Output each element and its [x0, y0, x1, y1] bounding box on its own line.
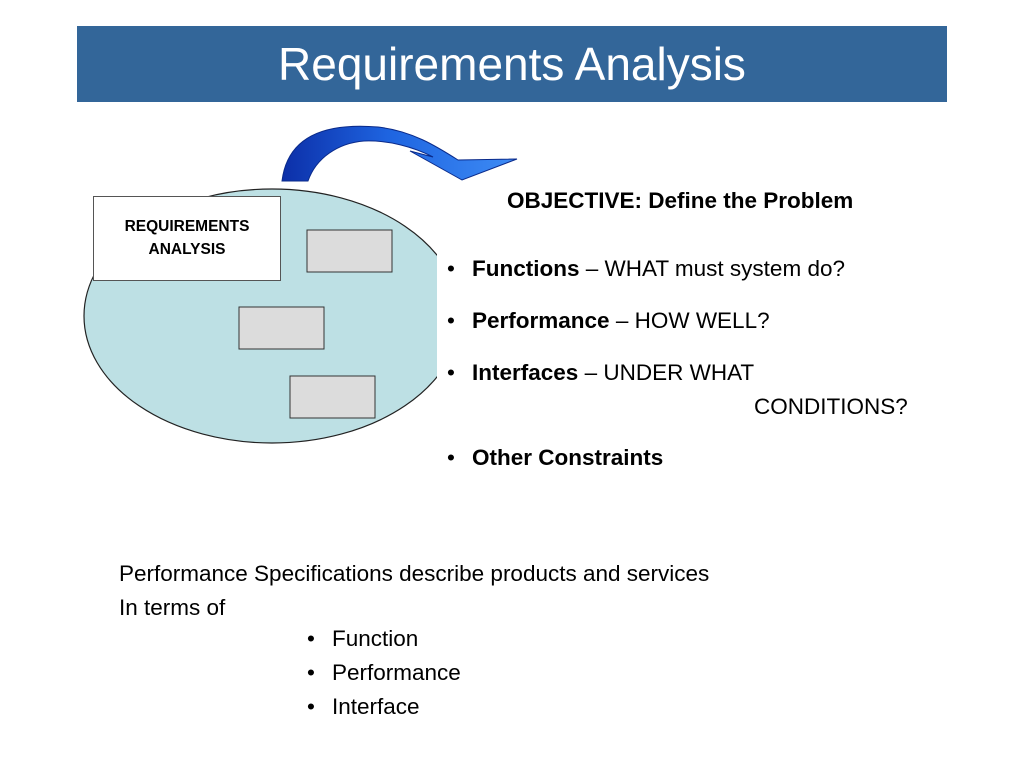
- list-item-label: Performance: [332, 660, 461, 685]
- criteria-item-interfaces: • Interfaces – UNDER WHAT: [447, 360, 754, 386]
- performance-specs-line-1: Performance Specifications describe prod…: [119, 561, 710, 586]
- process-box-3: [289, 375, 376, 419]
- performance-specs-line-2: In terms of: [119, 595, 226, 620]
- criteria-item-other-constraints: • Other Constraints: [447, 445, 663, 471]
- title-banner: Requirements Analysis: [77, 26, 947, 102]
- bullet: •: [307, 660, 315, 685]
- process-box-2: [238, 306, 325, 350]
- label-line-1: REQUIREMENTS: [124, 218, 250, 235]
- criteria-term: Functions: [472, 256, 580, 281]
- list-item-label: Function: [332, 626, 419, 651]
- bullet: •: [307, 694, 315, 719]
- list-item-label: Interface: [332, 694, 420, 719]
- bullet: •: [447, 308, 455, 333]
- list-item: • Interface: [307, 690, 461, 724]
- curved-arrow-icon: [281, 125, 518, 182]
- criteria-item-functions: • Functions – WHAT must system do?: [447, 256, 845, 282]
- criteria-item-performance: • Performance – HOW WELL?: [447, 308, 770, 334]
- list-item: • Function: [307, 622, 461, 656]
- label-line-2: ANALYSIS: [148, 241, 226, 258]
- bullet: •: [447, 256, 455, 281]
- objective-heading: OBJECTIVE: Define the Problem: [507, 188, 854, 213]
- criteria-continuation: CONDITIONS?: [754, 394, 908, 419]
- bullet: •: [447, 360, 455, 385]
- performance-specs-text: Performance Specifications describe prod…: [119, 557, 709, 625]
- criteria-term: Performance: [472, 308, 610, 333]
- criteria-desc: – WHAT must system do?: [579, 256, 845, 281]
- criteria-term: Interfaces: [472, 360, 579, 385]
- bullet: •: [307, 626, 315, 651]
- performance-specs-list: • Function • Performance • Interface: [307, 622, 461, 724]
- process-box-1: [306, 229, 393, 273]
- criteria-desc: – UNDER WHAT: [578, 360, 755, 385]
- criteria-term: Other Constraints: [472, 445, 664, 470]
- criteria-desc: – HOW WELL?: [609, 308, 770, 333]
- requirements-analysis-label: REQUIREMENTS ANALYSIS: [93, 196, 281, 281]
- list-item: • Performance: [307, 656, 461, 690]
- bullet: •: [447, 445, 455, 470]
- slide-title: Requirements Analysis: [278, 38, 746, 90]
